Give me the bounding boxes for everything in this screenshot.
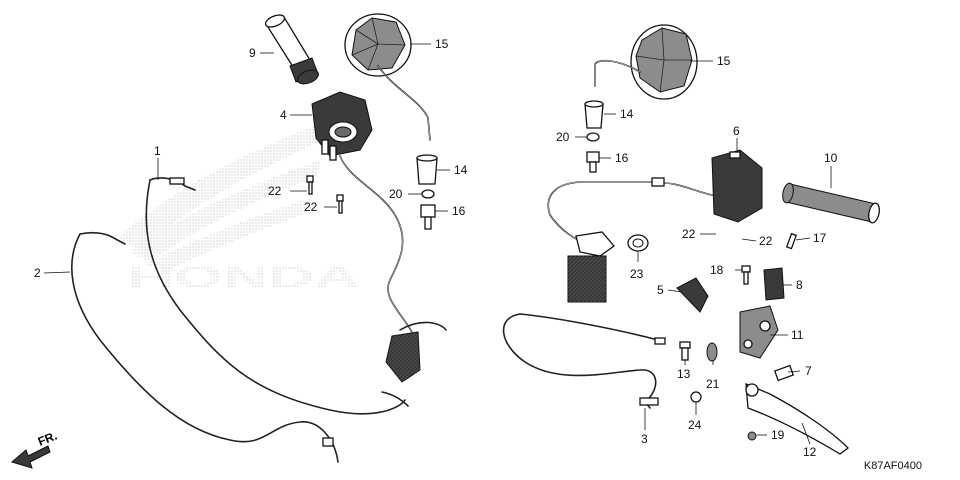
- callout-17: 17: [813, 231, 827, 245]
- callout-18: 18: [710, 263, 724, 277]
- callout-14-left: 14: [454, 163, 468, 177]
- right-mirror: [594, 24, 698, 100]
- callout-7: 7: [805, 364, 812, 378]
- clutch-small-parts: [679, 341, 718, 403]
- callout-12: 12: [803, 445, 817, 459]
- callout-24: 24: [688, 418, 702, 432]
- front-direction-marker: FR.: [10, 429, 59, 469]
- callout-19: 19: [771, 428, 785, 442]
- harness-clamp: [627, 234, 649, 252]
- catalog-code: K87AF0400: [863, 460, 922, 472]
- left-grip: [264, 14, 319, 85]
- honda-wing-watermark: HONDA: [118, 120, 360, 294]
- right-grip: [782, 182, 880, 224]
- callout-16-right: 16: [615, 151, 629, 165]
- callout-14-right: 14: [620, 107, 634, 121]
- callout-8: 8: [796, 278, 803, 292]
- clutch-lever: [745, 382, 849, 455]
- callout-20-right: 20: [556, 130, 570, 144]
- callout-labels: 1 2 3 4 5 6 7 8 9 10 11 12 13 14 14 15 1…: [34, 37, 838, 459]
- right-handlebar-switch: [711, 149, 763, 223]
- callout-10: 10: [824, 151, 838, 165]
- callout-22-b: 22: [304, 200, 318, 214]
- callout-22-d: 22: [759, 234, 773, 248]
- honda-watermark-text: HONDA: [128, 261, 360, 294]
- callout-15-right: 15: [717, 54, 731, 68]
- left-mirror: [344, 13, 431, 141]
- left-switch-harness: [339, 155, 447, 383]
- callout-leaders: [43, 43, 832, 445]
- callout-21: 21: [706, 377, 720, 391]
- callout-15-left: 15: [435, 37, 449, 51]
- callout-9: 9: [249, 46, 256, 60]
- left-mirror-mount-parts: [416, 154, 438, 230]
- left-handlebar-switch: [311, 91, 373, 161]
- lever-cover: [676, 277, 709, 313]
- callout-16-left: 16: [452, 204, 466, 218]
- callout-2: 2: [34, 266, 41, 280]
- callout-1: 1: [154, 144, 161, 158]
- callout-22-c: 22: [682, 227, 696, 241]
- callout-4: 4: [280, 108, 287, 122]
- callout-5: 5: [657, 283, 664, 297]
- left-screws: [306, 175, 344, 214]
- clutch-cable: [502, 313, 666, 409]
- throttle-cable-1: [145, 177, 409, 415]
- callout-6: 6: [733, 124, 740, 138]
- callout-13: 13: [677, 367, 691, 381]
- callout-22-a: 22: [268, 184, 282, 198]
- front-direction-label: FR.: [36, 429, 59, 449]
- callout-3: 3: [641, 432, 648, 446]
- right-mirror-mount-parts: [584, 100, 604, 173]
- clutch-switch: [773, 364, 795, 382]
- lever-holder: [763, 232, 798, 301]
- callout-20-left: 20: [389, 187, 403, 201]
- callout-23: 23: [630, 267, 644, 281]
- clutch-lever-bracket: [739, 265, 779, 359]
- callout-11: 11: [791, 328, 804, 342]
- throttle-cable-2: [71, 231, 339, 463]
- right-switch-harness: [547, 177, 713, 303]
